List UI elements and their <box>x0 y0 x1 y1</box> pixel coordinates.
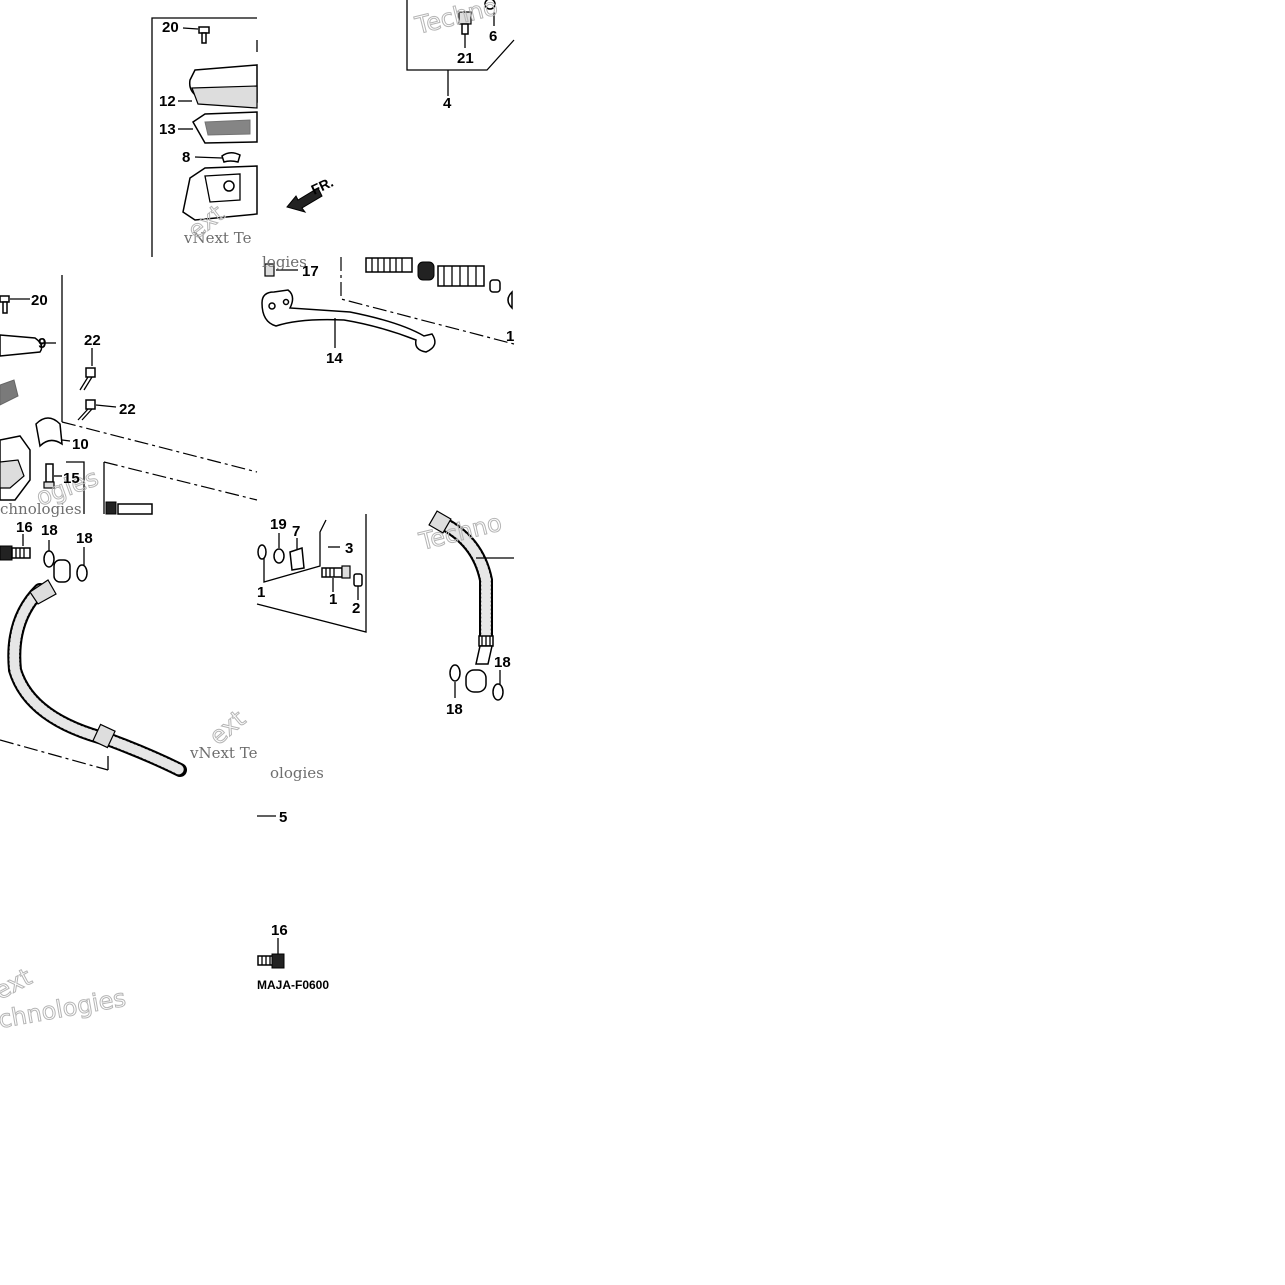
callout-1: 1 <box>329 591 337 608</box>
watermark-outline: ext <box>0 963 36 1006</box>
o-ring-19 <box>273 548 285 564</box>
watermark-text: chnologies <box>0 500 82 518</box>
callout-8: 8 <box>182 149 190 166</box>
tile-reservoir-cap: vNext Te ext 20 12 13 8 <box>151 17 258 257</box>
callout-9: 9 <box>38 335 46 352</box>
screw-20-top <box>198 26 210 44</box>
tile-bracket-4: Techno 21 6 4 FR. <box>286 0 515 213</box>
front-direction-arrow: FR. <box>286 174 336 213</box>
tile-master-cylinder: chnologies ogies 20 9 22 22 10 15 <box>0 275 258 518</box>
callout-1: 1 <box>506 328 514 345</box>
sealing-washer <box>449 664 461 682</box>
callout-2: 2 <box>352 600 360 617</box>
reservoir-body <box>182 165 258 221</box>
banjo-bolt-16-bottom <box>257 953 285 969</box>
front-direction-label: FR. <box>309 174 336 198</box>
banjo-fitting <box>465 669 487 693</box>
callout-16: 16 <box>16 519 33 536</box>
master-cylinder-holder <box>35 417 63 448</box>
callout-10: 10 <box>72 436 89 453</box>
pivot-nut-17 <box>264 263 275 277</box>
callout-1: 1 <box>257 584 265 601</box>
tile-hose-right: Techno 18 18 <box>415 508 514 718</box>
tile-hose-left: 16 18 18 <box>0 519 187 777</box>
diaphragm-plate <box>221 152 241 163</box>
tile-bleeder-assembly: 19 7 3 1 1 2 <box>256 514 367 633</box>
watermark-outline: Techno <box>412 0 501 40</box>
banjo-bolt-16-left <box>0 545 31 561</box>
callout-5: 5 <box>279 809 287 826</box>
callout-20: 20 <box>162 19 179 36</box>
callout-4: 4 <box>443 95 452 112</box>
callout-12: 12 <box>159 93 176 110</box>
callout-3: 3 <box>345 540 353 557</box>
callout-20: 20 <box>31 292 48 309</box>
screw-20-mid <box>0 295 10 314</box>
sealing-washer <box>43 550 55 568</box>
watermark-lower: vNext Te ologies ext <box>189 704 324 782</box>
callout-18: 18 <box>494 654 511 671</box>
watermark-text: ologies <box>270 764 324 782</box>
callout-15: 15 <box>63 470 80 487</box>
callout-16: 16 <box>271 922 288 939</box>
tile-bottom: 5 16 MAJA-F0600 ext chnologies <box>0 809 329 1034</box>
callout-18: 18 <box>41 522 58 539</box>
piston-spring-left <box>105 501 153 515</box>
bolt-22-a <box>79 367 96 391</box>
callout-21: 21 <box>457 50 474 67</box>
watermark-text: vNext Te <box>183 229 252 247</box>
callout-19: 19 <box>270 516 287 533</box>
watermark-text: logies <box>262 253 307 271</box>
pivot-bolt-15 <box>43 463 55 489</box>
bleeder-screw-1 <box>321 565 351 579</box>
callout-7: 7 <box>292 523 300 540</box>
sealing-washer <box>76 564 88 582</box>
diagram-code: MAJA-F0600 <box>257 978 329 992</box>
callout-13: 13 <box>159 121 176 138</box>
piston-spring-assembly <box>365 257 501 293</box>
callout-14: 14 <box>326 350 343 367</box>
brake-lever <box>261 289 436 353</box>
bolt-22-b <box>77 399 96 421</box>
callout-18: 18 <box>446 701 463 718</box>
callout-6: 6 <box>489 28 497 45</box>
bleeder-cap-7 <box>289 546 305 571</box>
watermark-outline: Techno <box>416 508 505 556</box>
callout-22: 22 <box>84 332 101 349</box>
sealing-washer <box>492 683 504 701</box>
bleeder-cap-2 <box>353 573 363 587</box>
tile-lever: logies 17 14 1 <box>261 253 514 367</box>
watermark-text: vNext Te <box>189 744 258 762</box>
callout-18: 18 <box>76 530 93 547</box>
callout-22: 22 <box>119 401 136 418</box>
callout-17: 17 <box>302 263 319 280</box>
